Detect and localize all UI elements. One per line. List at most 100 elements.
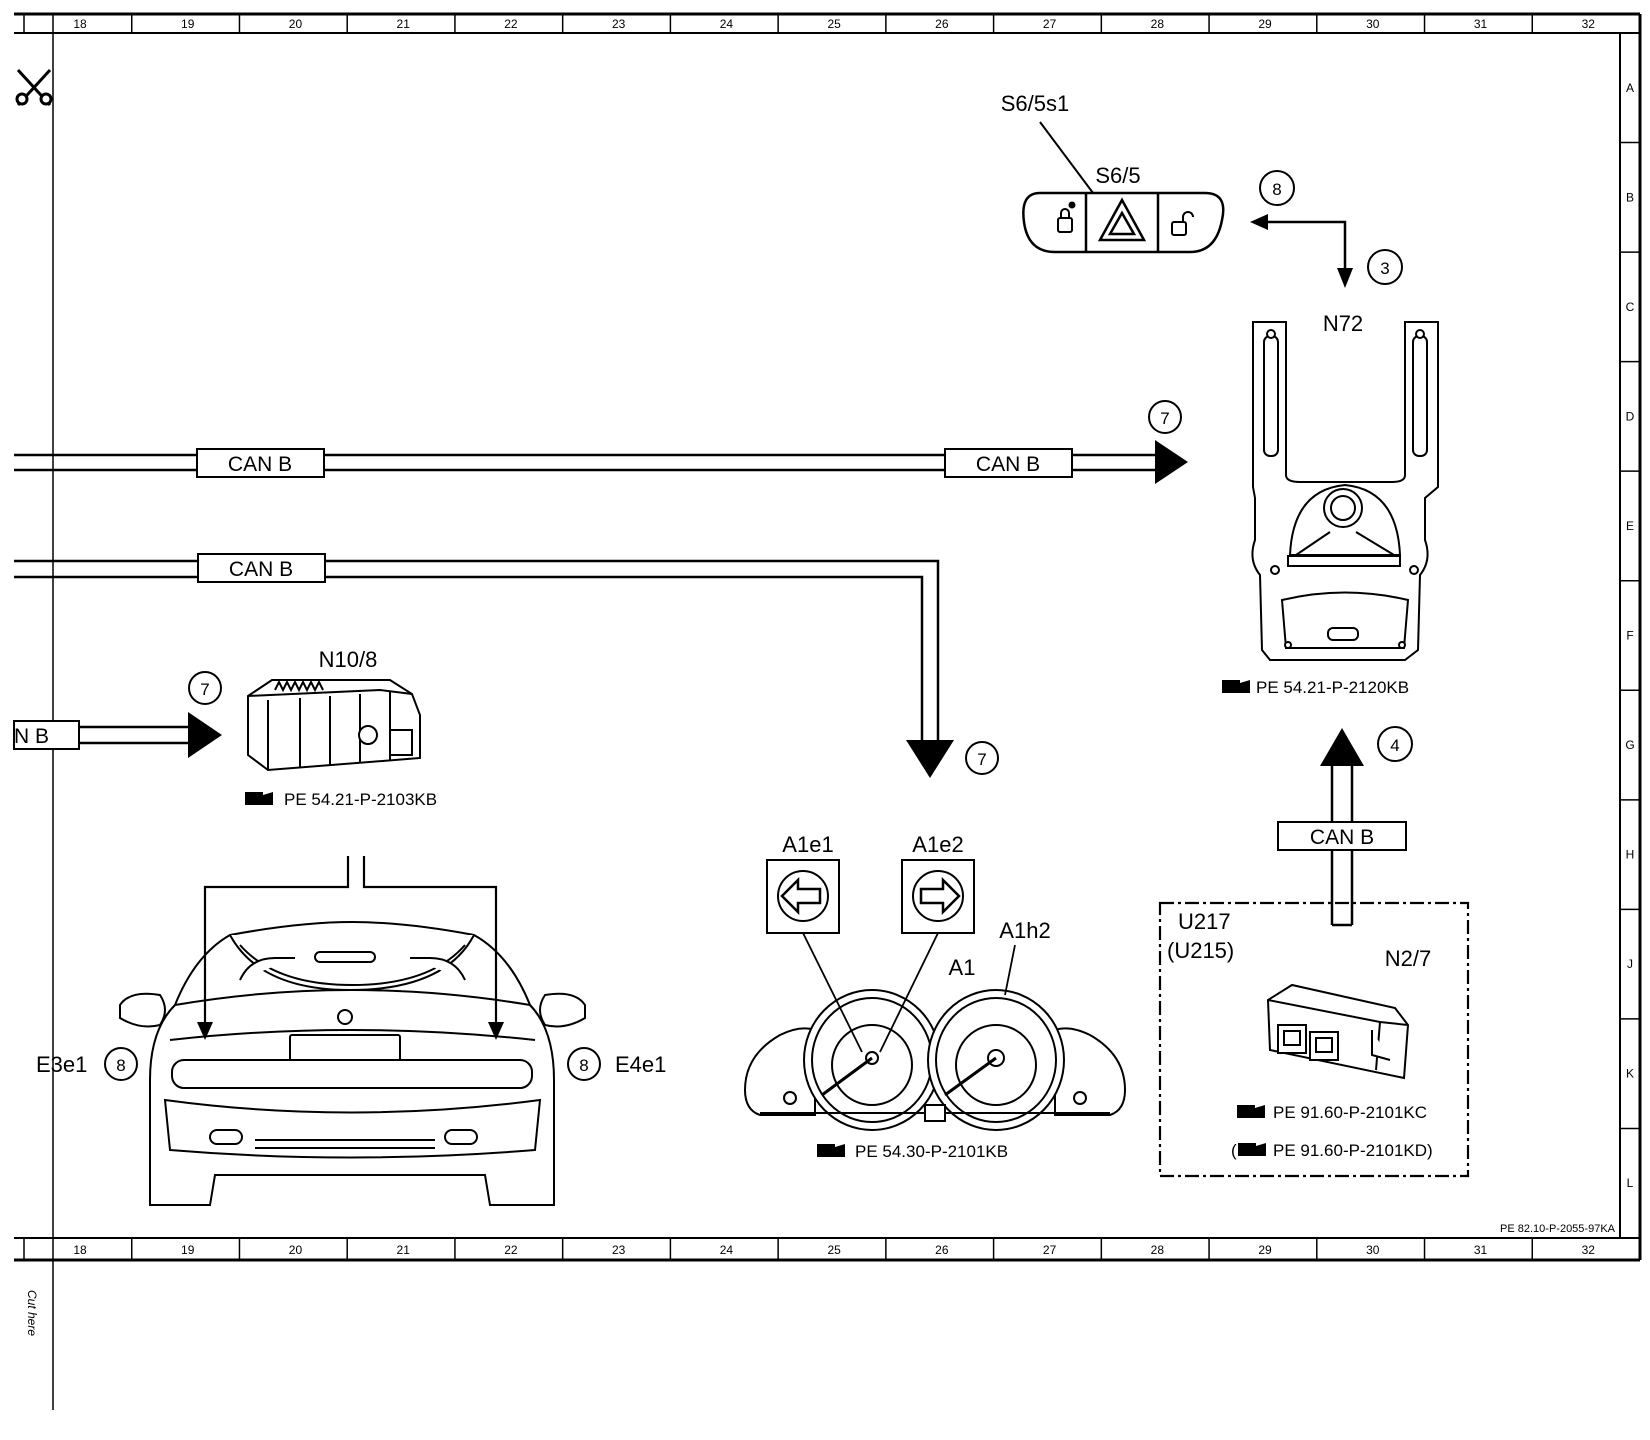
a1h2-label: A1h2	[999, 918, 1050, 943]
rear-lamp-wiring	[203, 856, 498, 1025]
row-label: E	[1626, 519, 1634, 533]
can-b-label-3: CAN B	[197, 553, 326, 583]
column-label-top: 32	[1582, 17, 1596, 31]
e4e1-arrowhead	[488, 1022, 504, 1040]
n2-7-reference-2-text: PE 91.60-P-2101KD)	[1273, 1141, 1433, 1160]
cluster-leaders	[802, 932, 1016, 1053]
sam-control-module	[247, 679, 421, 772]
column-label-top: 23	[612, 17, 626, 31]
can-bus-line-3	[78, 725, 190, 745]
column-label-bottom: 32	[1582, 1243, 1596, 1257]
instrument-cluster	[743, 989, 1127, 1131]
row-label: C	[1626, 300, 1635, 314]
a1-label: A1	[949, 955, 976, 980]
can-b-text-4: CAN B	[1310, 826, 1374, 849]
column-label-top: 21	[397, 17, 411, 31]
frame	[14, 12, 1642, 1410]
column-label-bottom: 20	[289, 1243, 303, 1257]
column-label-bottom: 29	[1258, 1243, 1272, 1257]
row-dividers	[1620, 141, 1640, 1130]
column-label-top: 31	[1474, 17, 1488, 31]
can-b-text-2: CAN B	[976, 453, 1040, 476]
can-b-label-partial: N B	[13, 720, 80, 750]
can-bus-2-arrowhead	[906, 740, 954, 778]
e4e1-label: E4e1	[615, 1052, 666, 1077]
reference-book-icon	[1237, 1105, 1265, 1118]
reference-book-icon	[817, 1144, 845, 1157]
column-label-top: 28	[1151, 17, 1165, 31]
row-label: K	[1626, 1067, 1634, 1081]
e3e1-arrowhead	[197, 1022, 213, 1040]
footer-reference: PE 82.10-P-2055-97KA	[1500, 1223, 1616, 1235]
s6-5s1-leader	[1039, 121, 1103, 206]
a1-reference: PE 54.30-P-2101KB	[817, 1142, 1008, 1161]
callout-8-right-text: 8	[579, 1056, 588, 1075]
n2-7-reference-1-text: PE 91.60-P-2101KC	[1273, 1103, 1427, 1122]
column-label-bottom: 30	[1366, 1243, 1380, 1257]
scissors-icon	[15, 68, 53, 107]
reference-book-icon	[245, 792, 273, 805]
n2-7-reference-1: PE 91.60-P-2101KC	[1237, 1103, 1427, 1122]
callout-4: 4	[1377, 726, 1413, 762]
lock-icon	[1057, 201, 1076, 233]
column-label-bottom: 22	[504, 1243, 518, 1257]
callout-7-mid-text: 7	[977, 750, 986, 769]
u217-label: U217	[1178, 909, 1231, 934]
callout-7-mid: 7	[965, 741, 999, 775]
callout-3: 3	[1367, 249, 1403, 285]
u215-label: (U215)	[1167, 938, 1234, 963]
row-label: B	[1626, 190, 1634, 204]
callout-7-top-text: 7	[1160, 409, 1169, 428]
can-bus-3-arrowhead	[188, 712, 222, 758]
column-label-top: 22	[504, 17, 518, 31]
column-label-bottom: 23	[612, 1243, 626, 1257]
can-bus-line-2	[14, 559, 940, 740]
column-label-top: 19	[181, 17, 195, 31]
n10-8-reference-text: PE 54.21-P-2103KB	[284, 790, 437, 809]
column-label-bottom: 19	[181, 1243, 195, 1257]
callout-4-text: 4	[1390, 736, 1399, 755]
column-label-bottom: 25	[827, 1243, 841, 1257]
n72-reference-text: PE 54.21-P-2120KB	[1256, 678, 1409, 697]
n2-7-reference-2-open: (	[1231, 1141, 1237, 1160]
column-label-top: 20	[289, 17, 303, 31]
n72-reference: PE 54.21-P-2120KB	[1222, 678, 1409, 697]
s6-5-label: S6/5	[1095, 163, 1140, 188]
n2-7-reference-2: ( PE 91.60-P-2101KD)	[1231, 1141, 1433, 1160]
row-label: H	[1626, 848, 1635, 862]
can-b-label-1: CAN B	[196, 448, 325, 478]
n2-7-label: N2/7	[1385, 946, 1431, 971]
row-label: A	[1626, 81, 1634, 95]
column-label-top: 29	[1258, 17, 1272, 31]
n10-8-label: N10/8	[319, 647, 378, 672]
left-arrow-icon	[780, 876, 822, 916]
column-label-bottom: 18	[73, 1243, 87, 1257]
callout-7-left: 7	[188, 671, 222, 705]
column-label-top: 27	[1043, 17, 1057, 31]
row-label: D	[1626, 409, 1635, 423]
column-label-bottom: 24	[720, 1243, 734, 1257]
column-label-bottom: 21	[397, 1243, 411, 1257]
column-label-bottom: 31	[1474, 1243, 1488, 1257]
callout-8-left: 8	[104, 1047, 138, 1081]
right-arrow-icon	[919, 876, 961, 916]
can-b-label-2: CAN B	[944, 448, 1073, 478]
callout-8-left-text: 8	[116, 1056, 125, 1075]
a1-reference-text: PE 54.30-P-2101KB	[855, 1142, 1008, 1161]
cut-here-label: Cut here	[25, 1290, 39, 1336]
reference-book-icon	[1222, 680, 1250, 693]
can-bus-1-arrowhead	[1155, 440, 1188, 484]
car-rear-view	[119, 920, 586, 1206]
a1e2-label: A1e2	[912, 832, 963, 857]
callout-7-left-text: 7	[200, 680, 209, 699]
row-label: L	[1627, 1176, 1634, 1190]
callout-8-right: 8	[567, 1047, 601, 1081]
center-console-unit	[1251, 321, 1439, 661]
column-label-top: 26	[935, 17, 949, 31]
row-label: F	[1626, 629, 1633, 643]
reference-book-icon	[1238, 1143, 1266, 1156]
column-label-bottom: 27	[1043, 1243, 1057, 1257]
can-b-partial-text: N B	[14, 725, 49, 748]
